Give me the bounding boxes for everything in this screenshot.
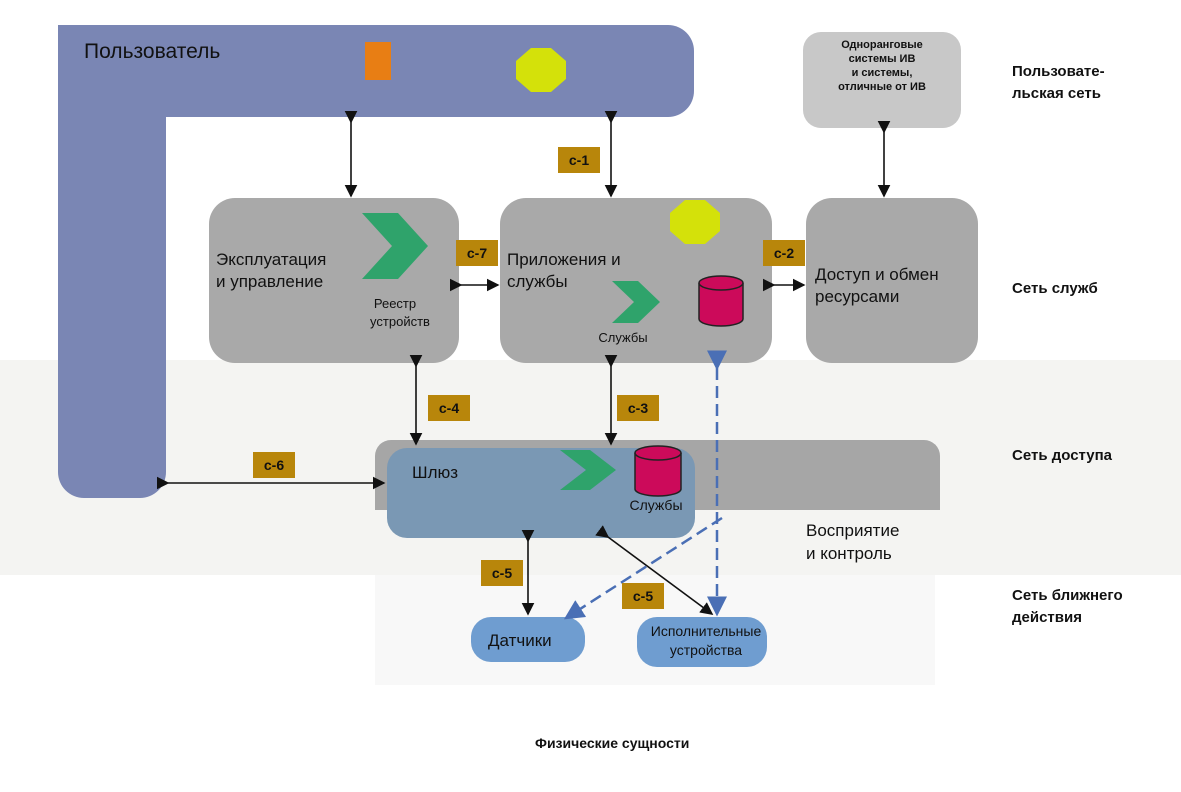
access-label-2: ресурсами	[815, 287, 900, 306]
apps-label-2: службы	[507, 272, 568, 291]
sensors-pill	[471, 617, 585, 662]
peer-line2: системы ИВ	[848, 53, 916, 65]
tag-c7: c-7	[456, 240, 498, 266]
actuators-label-1: Исполнительные	[650, 623, 762, 639]
gateway-label: Шлюз	[412, 463, 459, 482]
user-column	[58, 25, 166, 498]
footer-physical-entities: Физические сущности	[535, 735, 690, 751]
apps-database-icon	[698, 275, 744, 327]
apps-services-chevron-icon	[612, 281, 660, 323]
access-sharing-box	[806, 198, 978, 363]
gateway-services-chevron-icon	[560, 450, 616, 490]
layer-service-network: Сеть служб	[1012, 280, 1098, 297]
tag-c5-left: c-5	[481, 560, 523, 586]
layer-user-network-1: Пользовате-	[1012, 63, 1105, 80]
peer-systems-box: Одноранговые системы ИВ и системы, отлич…	[803, 32, 961, 128]
apps-services-label: Службы	[598, 330, 648, 345]
layer-near-network-2: действия	[1012, 609, 1082, 626]
peer-line1: Одноранговые	[841, 39, 923, 51]
registry-label-2: устройств	[370, 314, 430, 329]
registry-label-1: Реестр	[373, 296, 417, 311]
tag-c6: c-6	[253, 452, 295, 478]
ops-box	[209, 198, 459, 363]
access-label-1: Доступ и обмен	[815, 265, 939, 284]
tag-c5-right: c-5	[622, 583, 664, 609]
layer-near-network-1: Сеть ближнего	[1012, 587, 1123, 604]
orange-square-icon	[365, 42, 391, 80]
tag-c1: c-1	[558, 147, 600, 173]
user-title: Пользователь	[84, 40, 221, 63]
ops-label-1: Эксплуатация	[216, 250, 327, 269]
perception-label-2: и контроль	[806, 544, 892, 563]
peer-line4: отличные от ИВ	[838, 81, 926, 93]
ops-label-2: и управление	[216, 272, 324, 291]
registry-chevron-icon	[362, 213, 428, 279]
tag-c3: c-3	[617, 395, 659, 421]
apps-label-1: Приложения и	[507, 250, 621, 269]
gateway-services-label: Службы	[629, 497, 683, 513]
yellow-octagon-icon	[516, 48, 566, 92]
layer-user-network-2: льская сеть	[1012, 85, 1101, 102]
peer-line3: и системы,	[851, 67, 913, 79]
perception-label-1: Восприятие	[806, 521, 900, 540]
tag-c4: c-4	[428, 395, 470, 421]
gateway-database-icon	[634, 445, 682, 497]
sensors-label: Датчики	[488, 631, 552, 650]
actuators-pill	[637, 617, 767, 667]
tag-c2: c-2	[763, 240, 805, 266]
actuators-label-2: устройства	[669, 642, 743, 658]
apps-yellow-octagon-icon	[670, 200, 720, 244]
layer-access-network: Сеть доступа	[1012, 447, 1113, 464]
